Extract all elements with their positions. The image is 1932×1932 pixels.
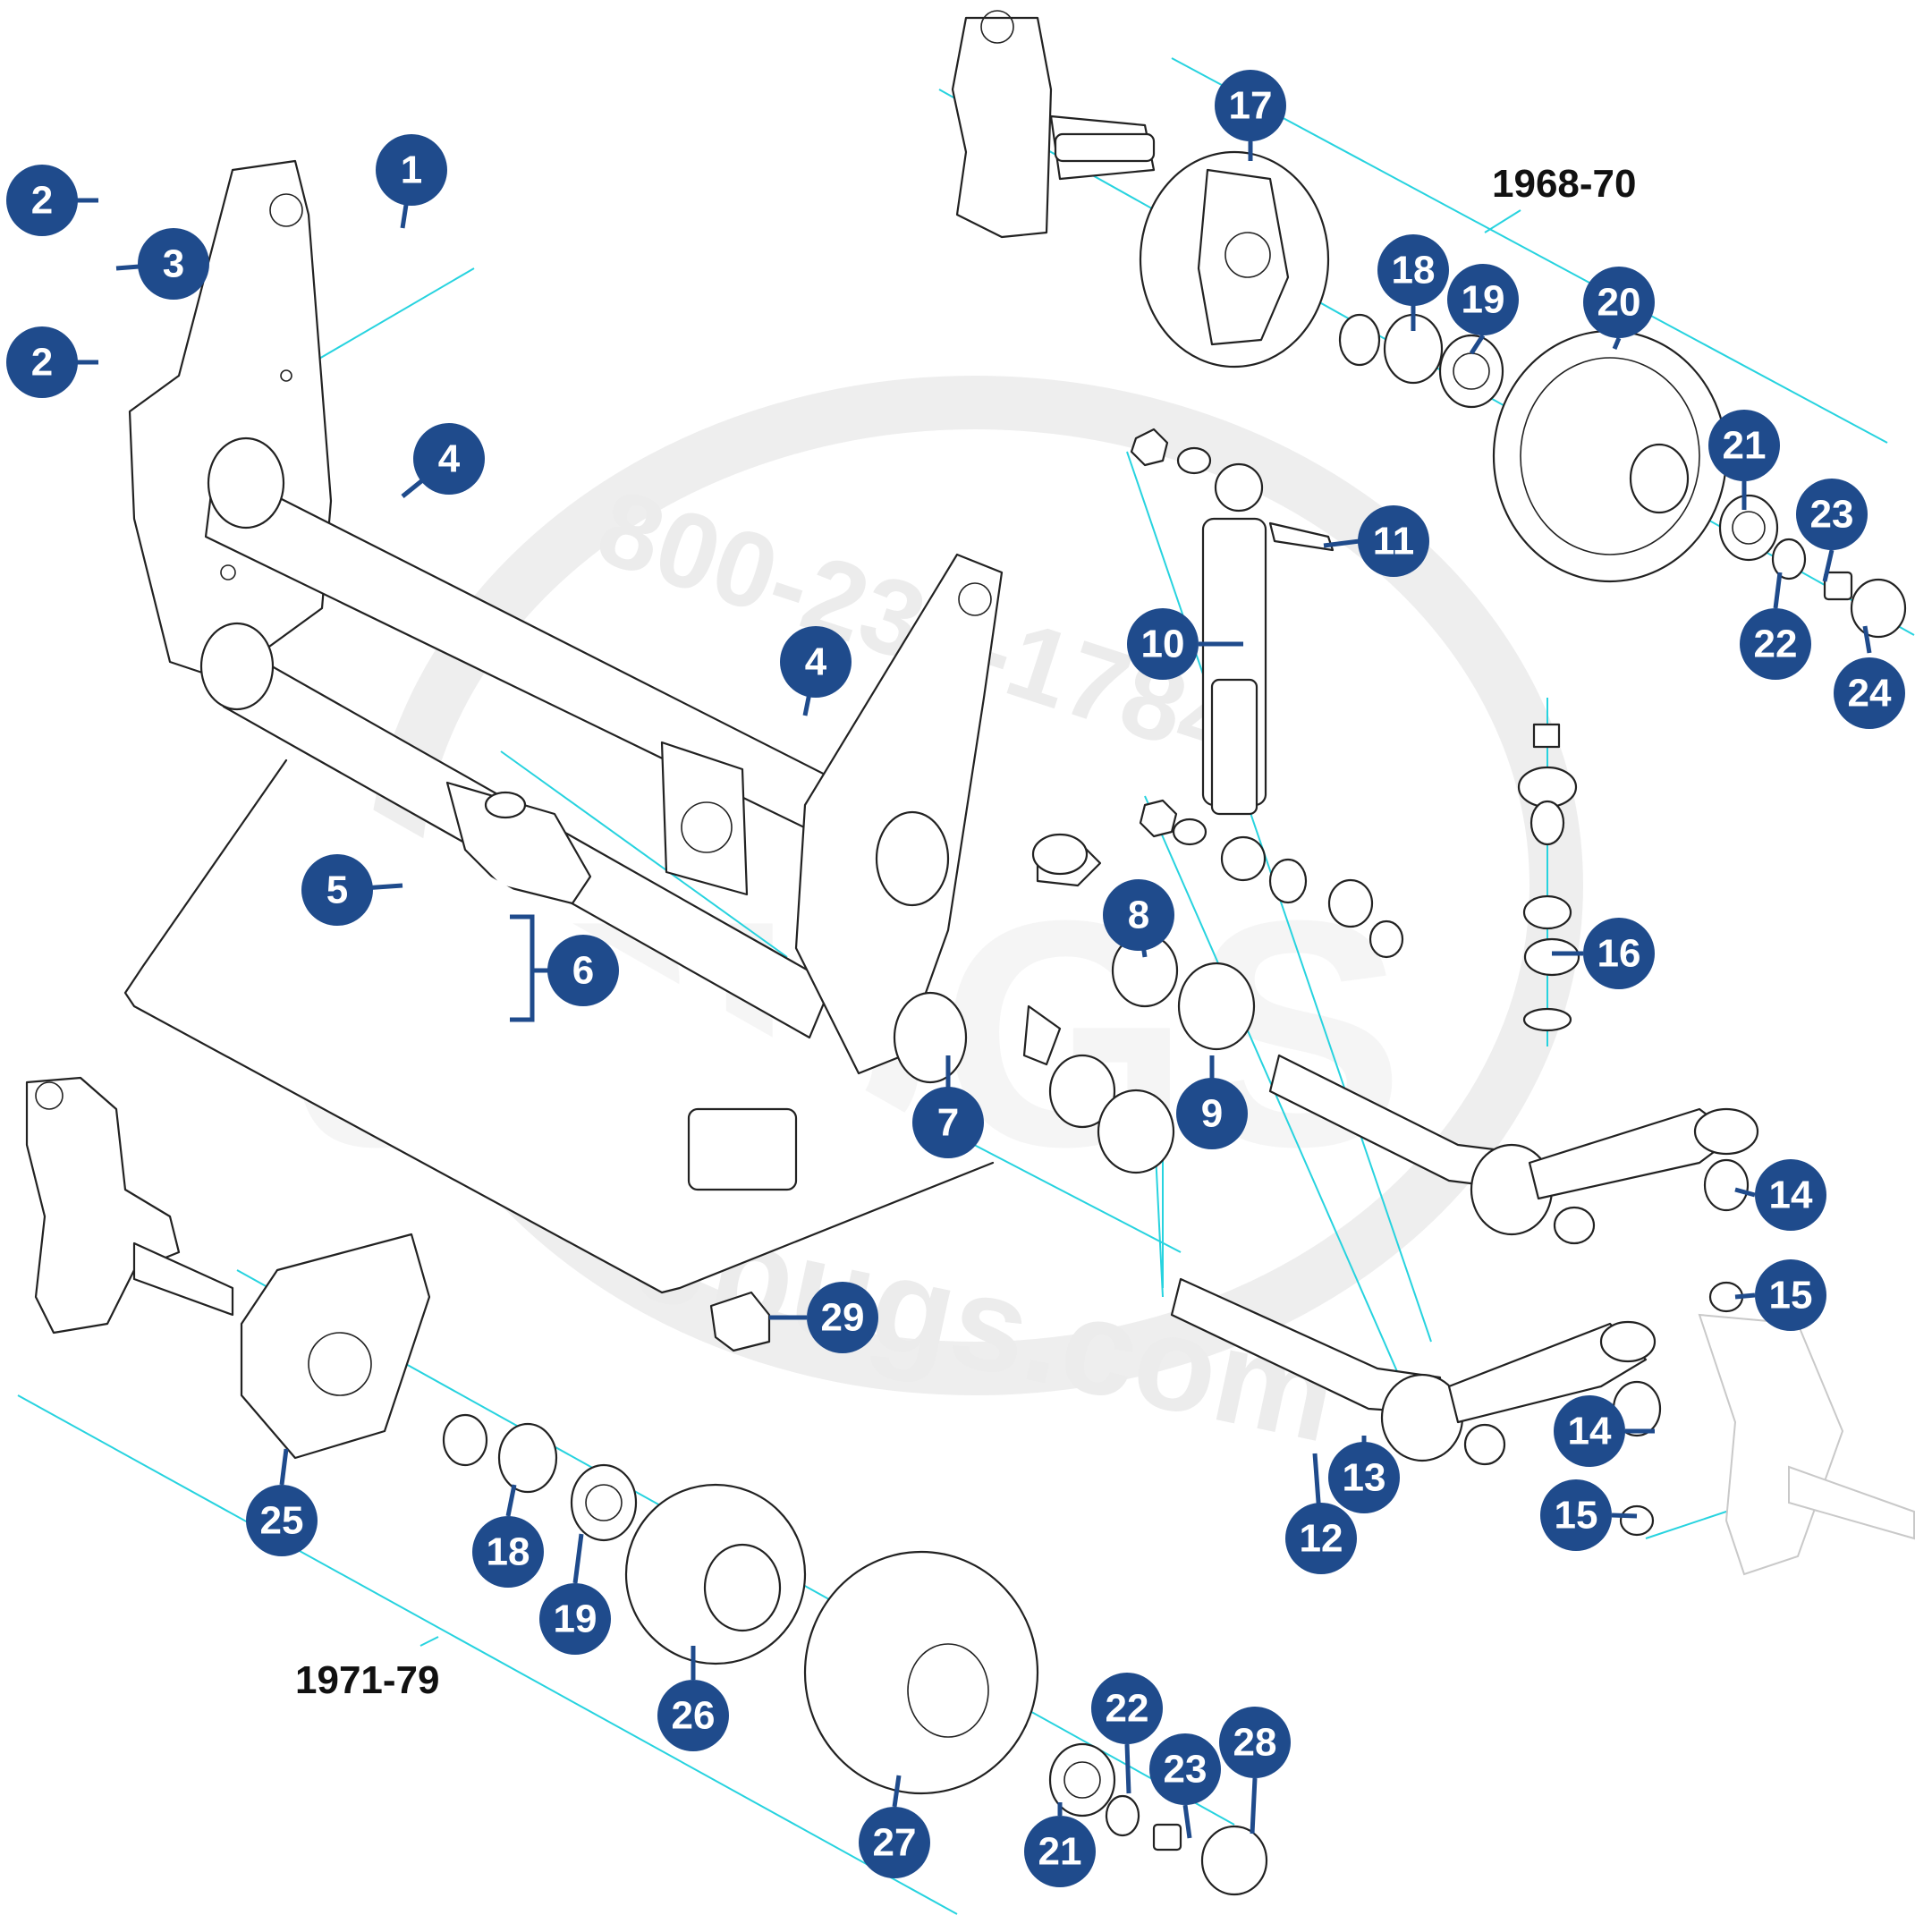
svg-text:12: 12 [1300, 1517, 1343, 1561]
callout-10: 10 [1127, 608, 1199, 680]
early-front-hub-assembly [951, 10, 1907, 639]
callout-17: 17 [1215, 70, 1286, 141]
callout-25: 25 [246, 1485, 318, 1556]
shock-absorber [1130, 428, 1404, 959]
svg-text:29: 29 [821, 1296, 865, 1340]
late-front-hub-assembly [25, 1076, 1268, 1896]
svg-text:13: 13 [1343, 1456, 1386, 1500]
svg-text:8: 8 [1128, 894, 1149, 937]
callout-22-early: 22 [1740, 608, 1811, 680]
callout-2-top: 2 [6, 165, 78, 236]
ghost-spindle [1698, 1313, 1915, 1576]
callout-26: 26 [657, 1680, 729, 1751]
svg-text:10: 10 [1141, 623, 1185, 666]
callout-8: 8 [1103, 879, 1174, 951]
svg-text:19: 19 [554, 1597, 597, 1641]
callout-20: 20 [1583, 267, 1655, 338]
svg-text:14: 14 [1568, 1410, 1612, 1453]
callout-11: 11 [1358, 505, 1429, 577]
svg-text:15: 15 [1555, 1494, 1598, 1538]
year-label-1968-70: 1968-70 [1492, 162, 1636, 206]
svg-text:22: 22 [1106, 1687, 1149, 1731]
callout-29: 29 [807, 1282, 878, 1353]
callout-21-early: 21 [1708, 410, 1780, 481]
callout-5: 5 [301, 854, 373, 926]
svg-text:5: 5 [326, 869, 348, 912]
callout-12: 12 [1285, 1503, 1357, 1574]
callout-22-late: 22 [1091, 1673, 1163, 1744]
svg-text:22: 22 [1754, 623, 1798, 666]
svg-text:7: 7 [937, 1101, 959, 1145]
torsion-arm-bearings [1022, 833, 1256, 1174]
svg-text:9: 9 [1201, 1092, 1223, 1136]
svg-text:6: 6 [572, 949, 594, 993]
trailing-arms [1170, 1054, 1759, 1466]
svg-text:25: 25 [260, 1499, 304, 1543]
callout-3: 3 [138, 228, 209, 300]
svg-text:18: 18 [487, 1530, 530, 1574]
callout-1: 1 [376, 134, 447, 206]
callout-9: 9 [1176, 1078, 1248, 1149]
callout-21-late: 21 [1024, 1816, 1096, 1887]
svg-text:14: 14 [1769, 1174, 1813, 1217]
callout-badges: 1 2 2 3 4 4 5 6 7 8 9 10 11 12 13 14 14 … [6, 70, 1905, 1887]
callout-23-early: 23 [1796, 479, 1868, 550]
svg-text:28: 28 [1233, 1721, 1277, 1765]
callout-24: 24 [1834, 657, 1905, 729]
callout-15-upper: 15 [1755, 1259, 1826, 1331]
svg-text:2: 2 [31, 341, 53, 385]
svg-text:21: 21 [1723, 424, 1767, 468]
callout-13: 13 [1328, 1442, 1400, 1513]
callout-4-left: 4 [413, 423, 485, 495]
callout-7: 7 [912, 1087, 984, 1158]
svg-text:23: 23 [1810, 493, 1854, 537]
year-label-1971-79: 1971-79 [295, 1658, 439, 1702]
svg-text:19: 19 [1462, 278, 1505, 322]
svg-text:21: 21 [1038, 1830, 1082, 1874]
svg-text:2: 2 [31, 179, 53, 223]
callout-4-right: 4 [780, 626, 852, 698]
callout-2-bottom: 2 [6, 326, 78, 398]
svg-text:23: 23 [1164, 1748, 1208, 1792]
callout-19-late: 19 [539, 1583, 611, 1655]
callout-23-late: 23 [1149, 1733, 1221, 1805]
svg-text:27: 27 [873, 1821, 917, 1865]
callout-14-lower: 14 [1554, 1395, 1625, 1467]
svg-text:4: 4 [805, 640, 827, 684]
svg-text:11: 11 [1373, 520, 1415, 564]
svg-text:24: 24 [1848, 672, 1892, 716]
callout-6: 6 [547, 935, 619, 1006]
svg-text:26: 26 [672, 1694, 716, 1738]
svg-text:1: 1 [401, 148, 422, 192]
callout-28: 28 [1219, 1707, 1291, 1778]
callout-16: 16 [1583, 918, 1655, 989]
callout-15-lower: 15 [1540, 1479, 1612, 1551]
callout-18-early: 18 [1377, 234, 1449, 306]
ball-joints [1517, 723, 1750, 1537]
svg-text:4: 4 [438, 437, 461, 481]
callout-19-early: 19 [1447, 264, 1519, 335]
callout-14-upper: 14 [1755, 1159, 1826, 1231]
svg-text:18: 18 [1392, 249, 1436, 292]
svg-text:16: 16 [1597, 932, 1641, 976]
svg-text:17: 17 [1229, 84, 1273, 128]
svg-text:20: 20 [1597, 281, 1641, 325]
svg-text:15: 15 [1769, 1274, 1813, 1318]
callout-27: 27 [859, 1807, 930, 1878]
callout-18-late: 18 [472, 1516, 544, 1588]
svg-text:3: 3 [163, 242, 184, 286]
